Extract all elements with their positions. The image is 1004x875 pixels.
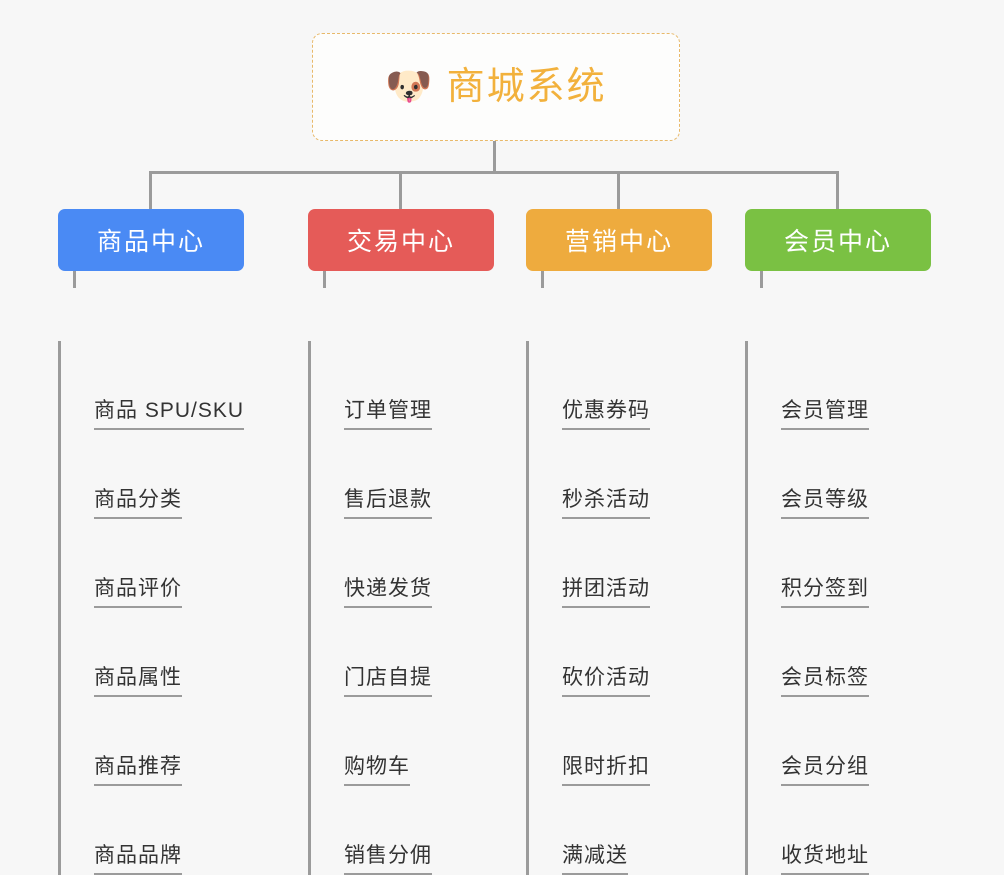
leaf-item[interactable]: 优惠券码: [544, 341, 712, 430]
leaf-item[interactable]: 限时折扣: [544, 697, 712, 786]
root-node[interactable]: 🐶 商城系统: [312, 33, 680, 141]
leaf-item[interactable]: 销售分佣: [326, 786, 494, 875]
connector-branch-stem-4: [760, 271, 763, 288]
leaf-list-marketing-center: 优惠券码 秒杀活动 拼团活动 砍价活动 限时折扣 满减送: [526, 341, 712, 875]
connector-branch-stem-2: [323, 271, 326, 288]
leaf-label: 会员管理: [781, 399, 869, 430]
leaf-label: 会员等级: [781, 488, 869, 519]
connector-horizontal-bus: [149, 171, 839, 174]
branch-header-product-center[interactable]: 商品中心: [58, 209, 244, 271]
leaf-label: 商品评价: [94, 577, 182, 608]
leaf-item[interactable]: 会员管理: [763, 341, 931, 430]
leaf-label: 限时折扣: [562, 755, 650, 786]
root-title: 商城系统: [446, 66, 607, 108]
connector-branch-stem-1: [73, 271, 76, 288]
branch-header-marketing-center[interactable]: 营销中心: [526, 209, 712, 271]
branch-trade-center: 交易中心 订单管理 售后退款 快递发货 门店自提 购物车 销售分佣: [308, 209, 494, 875]
connector-drop-3: [617, 171, 620, 210]
connector-drop-4: [836, 171, 839, 210]
leaf-label: 收货地址: [781, 844, 869, 875]
leaf-item[interactable]: 商品推荐: [76, 697, 244, 786]
branch-member-center: 会员中心 会员管理 会员等级 积分签到 会员标签 会员分组 收货地址: [745, 209, 931, 875]
leaf-label: 砍价活动: [562, 666, 650, 697]
leaf-label: 拼团活动: [562, 577, 650, 608]
leaf-item[interactable]: 商品 SPU/SKU: [76, 341, 245, 430]
leaf-label: 秒杀活动: [562, 488, 650, 519]
leaf-label: 商品属性: [94, 666, 182, 697]
leaf-label: 售后退款: [344, 488, 432, 519]
leaf-item[interactable]: 商品评价: [76, 519, 244, 608]
leaf-list-member-center: 会员管理 会员等级 积分签到 会员标签 会员分组 收货地址: [745, 341, 931, 875]
leaf-label: 门店自提: [344, 666, 432, 697]
leaf-label: 商品分类: [94, 488, 182, 519]
leaf-item[interactable]: 会员等级: [763, 430, 931, 519]
leaf-label: 会员标签: [781, 666, 869, 697]
leaf-label: 商品品牌: [94, 844, 182, 875]
leaf-label: 快递发货: [344, 577, 432, 608]
dog-face-icon: 🐶: [385, 66, 433, 108]
leaf-item[interactable]: 商品属性: [76, 608, 244, 697]
leaf-item[interactable]: 购物车: [326, 697, 494, 786]
leaf-item[interactable]: 会员标签: [763, 608, 931, 697]
leaf-label: 销售分佣: [344, 844, 432, 875]
leaf-item[interactable]: 满减送: [544, 786, 712, 875]
leaf-label: 商品推荐: [94, 755, 182, 786]
leaf-item[interactable]: 商品品牌: [76, 786, 244, 875]
branch-header-trade-center[interactable]: 交易中心: [308, 209, 494, 271]
leaf-label: 商品 SPU/SKU: [94, 399, 245, 430]
branch-marketing-center: 营销中心 优惠券码 秒杀活动 拼团活动 砍价活动 限时折扣 满减送: [526, 209, 712, 875]
connector-root-stem: [493, 141, 496, 173]
connector-drop-1: [149, 171, 152, 210]
leaf-label: 购物车: [344, 755, 410, 786]
leaf-item[interactable]: 订单管理: [326, 341, 494, 430]
leaf-list-trade-center: 订单管理 售后退款 快递发货 门店自提 购物车 销售分佣: [308, 341, 494, 875]
leaf-item[interactable]: 售后退款: [326, 430, 494, 519]
leaf-list-product-center: 商品 SPU/SKU 商品分类 商品评价 商品属性 商品推荐 商品品牌: [58, 341, 245, 875]
leaf-item[interactable]: 快递发货: [326, 519, 494, 608]
leaf-item[interactable]: 拼团活动: [544, 519, 712, 608]
leaf-item[interactable]: 商品分类: [76, 430, 244, 519]
leaf-item[interactable]: 秒杀活动: [544, 430, 712, 519]
leaf-label: 积分签到: [781, 577, 869, 608]
connector-branch-stem-3: [541, 271, 544, 288]
leaf-label: 订单管理: [344, 399, 432, 430]
leaf-item[interactable]: 会员分组: [763, 697, 931, 786]
branch-product-center: 商品中心 商品 SPU/SKU 商品分类 商品评价 商品属性 商品推荐 商品品牌: [58, 209, 245, 875]
leaf-item[interactable]: 积分签到: [763, 519, 931, 608]
branch-header-member-center[interactable]: 会员中心: [745, 209, 931, 271]
leaf-item[interactable]: 砍价活动: [544, 608, 712, 697]
mindmap-canvas: 🐶 商城系统 商品中心 商品 SPU/SKU 商品分类 商品评价 商品属性 商品…: [58, 33, 931, 875]
leaf-label: 满减送: [562, 844, 628, 875]
connector-drop-2: [399, 171, 402, 210]
leaf-item[interactable]: 门店自提: [326, 608, 494, 697]
leaf-label: 优惠券码: [562, 399, 650, 430]
leaf-item[interactable]: 收货地址: [763, 786, 931, 875]
leaf-label: 会员分组: [781, 755, 869, 786]
